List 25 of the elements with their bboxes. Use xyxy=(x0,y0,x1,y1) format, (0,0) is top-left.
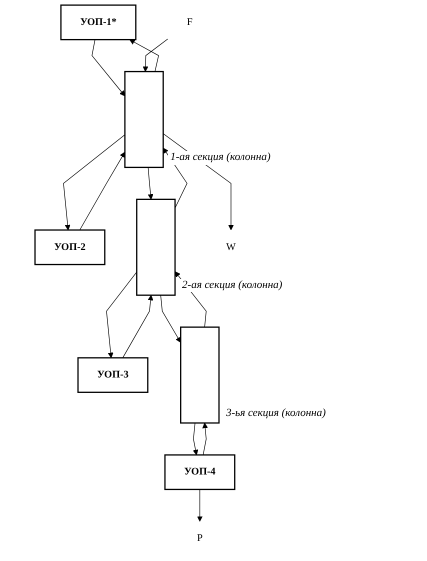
arrow xyxy=(106,272,138,358)
node-box: УОП-2 xyxy=(34,229,106,266)
arrow xyxy=(79,152,126,230)
node-box xyxy=(136,198,176,296)
section-label: 2-ая секция (колонна) xyxy=(180,279,284,292)
node-text: F xyxy=(186,16,193,28)
arrow xyxy=(92,39,126,96)
arrow xyxy=(122,294,154,358)
node-box xyxy=(180,326,220,424)
arrow xyxy=(129,39,159,72)
arrow xyxy=(63,134,126,230)
arrow xyxy=(197,489,203,522)
arrow xyxy=(148,167,154,200)
arrow xyxy=(160,294,181,343)
node-box: УОП-4 xyxy=(164,454,236,490)
node-box xyxy=(124,70,164,168)
arrow xyxy=(202,422,208,456)
node-box: УОП-3 xyxy=(77,357,148,393)
node-box: УОП-1* xyxy=(60,4,136,40)
arrow xyxy=(192,422,198,456)
node-text: W xyxy=(226,242,236,252)
node-text: P xyxy=(196,532,203,544)
arrow xyxy=(142,38,168,72)
section-label: 1-ая секция (колонна) xyxy=(168,151,272,165)
section-label: 3-ья секция (колонна) xyxy=(224,406,328,420)
